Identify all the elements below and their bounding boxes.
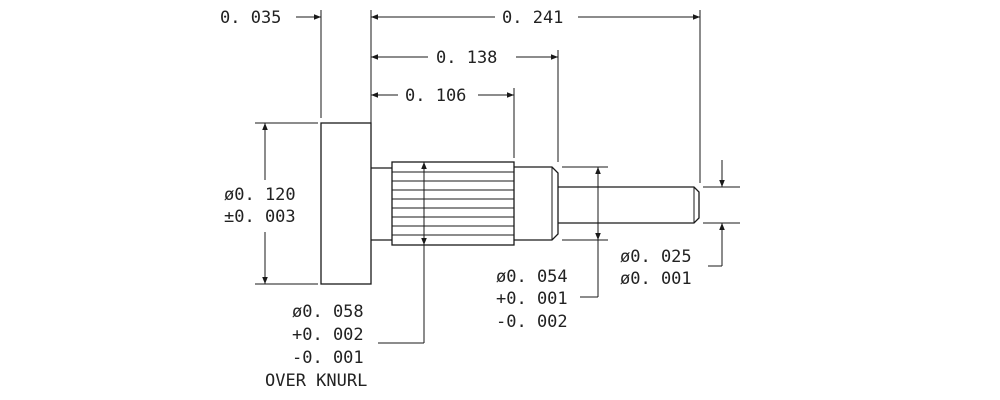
flange (320, 122, 372, 285)
label-pin-dia-tol: ø0. 001 (620, 269, 692, 289)
label-knurl-tol-minus: -0. 001 (292, 348, 364, 368)
label-flange-dia-tol: ±0. 003 (224, 207, 296, 227)
label-knurl-length: 0. 106 (405, 86, 466, 106)
body (514, 166, 559, 241)
label-knurl-tol-plus: +0. 002 (292, 325, 364, 345)
label-overall-length: 0. 241 (502, 8, 563, 28)
label-flange-dia: ø0. 120 (224, 185, 296, 205)
knurl (391, 161, 515, 246)
label-length-to-shoulder: 0. 138 (436, 48, 497, 68)
extension-lines (255, 10, 740, 285)
label-body-tol-plus: +0. 001 (496, 289, 568, 309)
label-body-tol-minus: -0. 002 (496, 312, 568, 332)
label-knurl-note: OVER KNURL (265, 371, 367, 391)
label-body-dia: ø0. 054 (496, 267, 568, 287)
label-knurl-dia: ø0. 058 (292, 302, 364, 322)
dimension-lines (262, 14, 725, 344)
part-outline (320, 122, 700, 285)
pin (558, 186, 700, 224)
label-pin-dia: ø0. 025 (620, 247, 692, 267)
label-flange-thickness: 0. 035 (220, 8, 281, 28)
dimension-labels: 0. 035 0. 241 0. 138 0. 106 ø0. 120 ±0. … (220, 8, 692, 391)
